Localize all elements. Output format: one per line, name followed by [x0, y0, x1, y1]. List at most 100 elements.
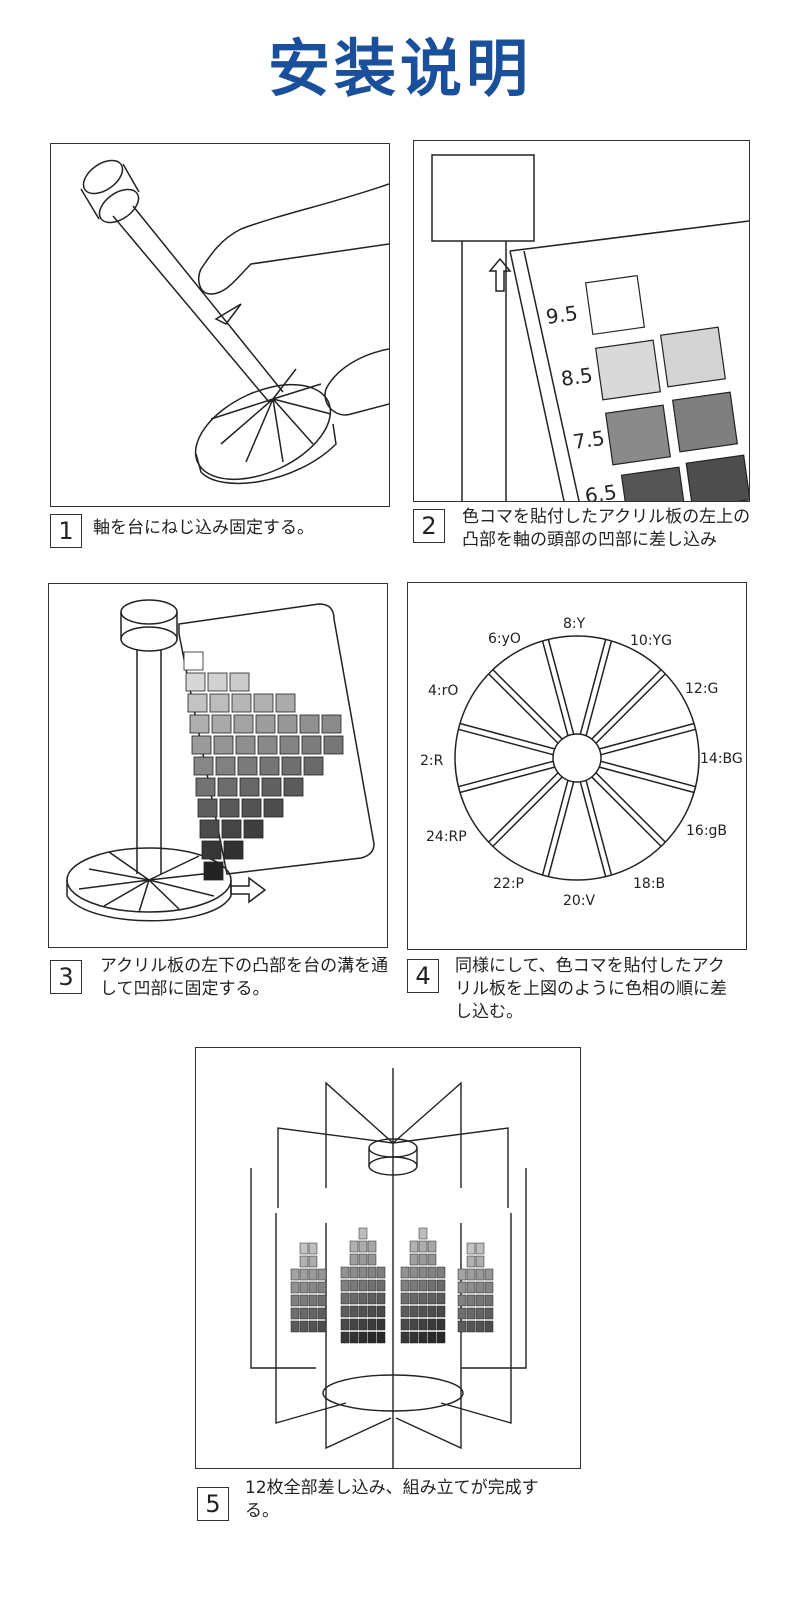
color-chip: [418, 1305, 428, 1318]
wheel-slot: [492, 669, 563, 740]
step4-hue-wheel: 8:Y 10:YG 12:G 14:BG 16:gB 18:B 20:V 22:…: [407, 582, 747, 950]
color-chip: [299, 1281, 309, 1294]
color-chip: [219, 798, 240, 818]
color-chip: [323, 735, 344, 755]
color-chip: [290, 1281, 300, 1294]
color-chip: [290, 1268, 300, 1281]
value-label-7.5: 7.5: [571, 426, 606, 454]
wheel-slot: [599, 722, 695, 750]
color-chip: [436, 1305, 446, 1318]
color-chip: [253, 693, 274, 713]
hue-label-16gB: 16:gB: [686, 823, 727, 839]
color-chip: [317, 1268, 327, 1281]
wheel-slot: [585, 640, 613, 736]
color-chip: [358, 1240, 368, 1253]
color-chip: [367, 1331, 377, 1344]
color-chip: [340, 1331, 350, 1344]
color-chip: [213, 735, 234, 755]
color-chip: [436, 1266, 446, 1279]
color-chip: [457, 1320, 467, 1333]
color-chip: [259, 756, 280, 776]
color-chip: [197, 798, 218, 818]
color-chip: [475, 1307, 485, 1320]
page-title: 安装说明: [267, 32, 532, 105]
color-chip: [484, 1268, 494, 1281]
color-chip: [281, 756, 302, 776]
color-chip: [209, 693, 230, 713]
color-chip: [257, 735, 278, 755]
color-chip: [367, 1253, 377, 1266]
color-chip: [418, 1227, 428, 1240]
color-chip: [308, 1242, 318, 1255]
hue-label-22P: 22:P: [493, 876, 524, 892]
wheel-slot: [591, 669, 662, 740]
color-chip: [317, 1281, 327, 1294]
color-chip: [321, 714, 342, 734]
color-chip: [241, 798, 262, 818]
wheel-slot: [585, 780, 613, 876]
step5-number: 5: [197, 1487, 229, 1521]
hue-label-18B: 18:B: [633, 876, 665, 892]
color-chip: [409, 1279, 419, 1292]
color-chip: [317, 1294, 327, 1307]
color-chip: [185, 672, 206, 692]
hue-label-6yO: 6:yO: [488, 631, 521, 647]
color-chip: [466, 1268, 476, 1281]
step4-caption: 同様にして、色コマを貼付したアクリル板を上図のように色相の順に差し込む。: [455, 956, 727, 1022]
wheel-slot: [579, 639, 607, 735]
color-chip: [358, 1331, 368, 1344]
color-chip: [223, 840, 244, 860]
color-chip: [349, 1279, 359, 1292]
color-chip: [299, 1307, 309, 1320]
color-chip: [376, 1292, 386, 1305]
color-chip: [409, 1305, 419, 1318]
color-chip: [457, 1294, 467, 1307]
color-chip: [400, 1305, 410, 1318]
step2-caption: 色コマを貼付したアクリル板の左上の凸部を軸の頭部の凹部に差し込み: [462, 507, 751, 550]
hue-label-2R: 2:R: [420, 753, 444, 769]
step3-number: 3: [50, 960, 82, 994]
step3-illustration: [48, 583, 388, 948]
color-chip: [191, 735, 212, 755]
color-chip: [243, 819, 264, 839]
color-chip: [475, 1242, 485, 1255]
color-chip: [367, 1279, 377, 1292]
color-chip: [255, 714, 276, 734]
color-chip: [400, 1279, 410, 1292]
color-chip: [299, 1294, 309, 1307]
color-chip: [308, 1307, 318, 1320]
color-chip: [418, 1266, 428, 1279]
wheel-slot: [599, 766, 695, 794]
color-chip: [317, 1307, 327, 1320]
color-chip: [376, 1266, 386, 1279]
color-chip: [308, 1294, 318, 1307]
value-label-9.5: 9.5: [544, 301, 579, 329]
color-chip: [183, 651, 204, 671]
color-chip: [358, 1292, 368, 1305]
wheel-slot: [547, 639, 575, 735]
color-chip: [475, 1255, 485, 1268]
color-chip: [211, 714, 232, 734]
step5-caption: 12枚全部差し込み、組み立てが完成する。: [245, 1478, 539, 1521]
color-chip: [349, 1305, 359, 1318]
color-chip: [427, 1305, 437, 1318]
color-chip: [475, 1294, 485, 1307]
color-chip: [457, 1281, 467, 1294]
color-chip: [427, 1331, 437, 1344]
color-chip: [290, 1320, 300, 1333]
value-label-6.5: 6.5: [583, 480, 618, 501]
color-chip: [457, 1307, 467, 1320]
color-chip: [418, 1318, 428, 1331]
color-chip: [436, 1292, 446, 1305]
hue-label-12G: 12:G: [685, 681, 718, 697]
wheel-slot: [600, 728, 696, 756]
hue-label-10YG: 10:YG: [630, 633, 672, 649]
color-chip: [418, 1253, 428, 1266]
color-chip: [457, 1268, 467, 1281]
color-chip: [195, 777, 216, 797]
wheel-hub: [552, 733, 602, 783]
color-chip: [358, 1318, 368, 1331]
color-chip: [418, 1292, 428, 1305]
color-chip: [261, 777, 282, 797]
color-chip: [207, 672, 228, 692]
